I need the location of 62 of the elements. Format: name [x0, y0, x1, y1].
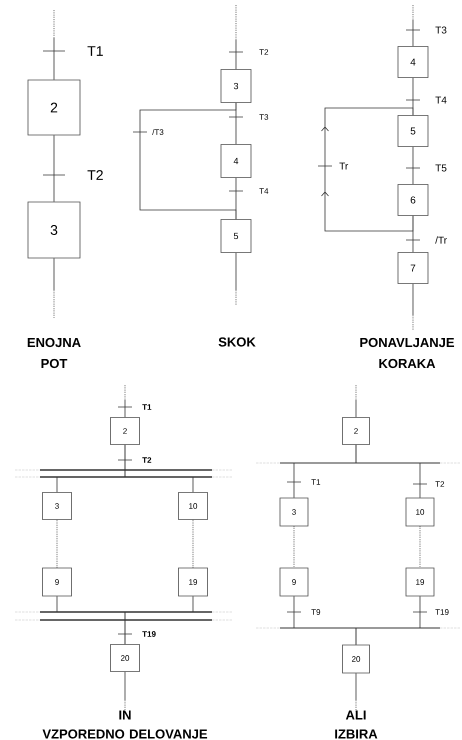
transition-label: Tr: [338, 162, 350, 170]
step-box: 20: [110, 644, 140, 672]
section-title: PONAVLJANJE KORAKA: [360, 338, 454, 368]
section-title: IN: [119, 710, 131, 720]
section-title: IZBIRA: [335, 730, 378, 738]
connector-line: [124, 672, 126, 700]
step-box: 4: [220, 144, 252, 178]
connector-line: [118, 400, 132, 418]
transition-label: T4: [434, 96, 448, 104]
step-box: 4: [398, 46, 428, 78]
step-box: 6: [398, 184, 428, 216]
step-box: 7: [398, 252, 428, 284]
transition-label: T1: [141, 403, 153, 411]
connector-line: [406, 20, 420, 46]
transition-label: /Tr: [434, 235, 448, 245]
section-title: VZPOREDNO DELOVANJE: [42, 729, 208, 739]
transition-label: T3: [258, 113, 270, 121]
step-box: 3: [42, 492, 72, 520]
connector-line: [124, 596, 194, 644]
transition-label: T2: [86, 169, 105, 181]
transition-label: T19: [434, 608, 450, 616]
step-box: 19: [178, 568, 208, 596]
transition-label: T1: [310, 478, 322, 486]
transition-label: T9: [310, 608, 322, 616]
step-box: 10: [406, 498, 434, 526]
connector-line: [228, 40, 244, 70]
connector-line: [356, 596, 428, 645]
step-box: 20: [342, 644, 370, 674]
transition-label: T1: [86, 45, 105, 57]
connector-line: [124, 444, 194, 492]
transition-label: T3: [434, 25, 448, 35]
step-box: 5: [220, 219, 252, 253]
section-title: ALI: [346, 710, 366, 720]
connector-line: [192, 520, 194, 568]
transition-label: T5: [434, 164, 448, 172]
step-box: 19: [406, 568, 434, 596]
connector-line: [132, 102, 236, 220]
step-box: 3: [28, 202, 80, 258]
step-box: 9: [280, 568, 308, 596]
step-box: 2: [342, 417, 370, 445]
transition-label: T4: [258, 187, 270, 195]
step-box: 2: [110, 417, 140, 445]
transition-label: T2: [258, 48, 270, 56]
step-box: 2: [28, 80, 80, 136]
step-box: 3: [220, 69, 252, 103]
section-title: SKOK: [218, 337, 256, 347]
connector-line: [356, 444, 428, 498]
transition-label: T19: [141, 630, 157, 638]
connector-line: [412, 284, 414, 316]
section-title: ENOJNA POT: [28, 338, 81, 368]
connector-line: [56, 520, 58, 568]
step-box: 10: [178, 492, 208, 520]
step-box: 5: [398, 115, 428, 147]
transition-label: T2: [141, 456, 153, 464]
transition-label: /T3: [151, 128, 165, 136]
connector-line: [42, 135, 66, 202]
step-box: 9: [42, 568, 72, 596]
transition-label: T2: [434, 480, 446, 488]
connector-line: [318, 108, 414, 232]
connector-line: [406, 146, 420, 185]
connector-line: [42, 38, 66, 80]
step-box: 3: [280, 498, 308, 526]
